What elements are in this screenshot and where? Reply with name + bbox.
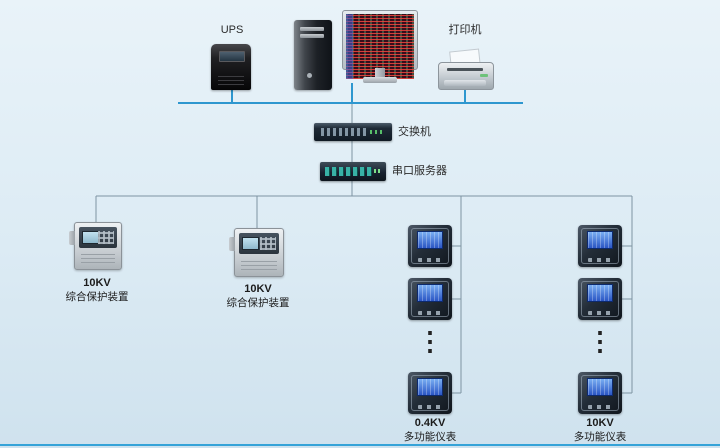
relay-panel <box>79 227 117 248</box>
power-meter <box>578 372 622 414</box>
meter-bezel <box>581 375 619 411</box>
power-meter <box>408 225 452 267</box>
meter-screen <box>417 231 443 249</box>
ethernet-bus-lines <box>178 83 523 104</box>
meter-column-10kv-label: 10KV 多功能仪表 <box>574 417 627 444</box>
power-meter <box>578 278 622 320</box>
ups-label: UPS <box>220 24 244 36</box>
voltage-label: 10KV <box>586 417 614 429</box>
power-button-icon <box>307 73 312 78</box>
meter-screen <box>587 231 613 249</box>
relay-keypad <box>98 231 114 244</box>
protection-device-1 <box>69 222 122 270</box>
printer-slot <box>447 68 483 71</box>
meter-screen <box>417 378 443 396</box>
relay-lcd <box>82 231 99 244</box>
drive-bay <box>300 27 324 31</box>
meter-buttons <box>588 258 612 262</box>
voltage-label: 10KV <box>83 277 111 289</box>
protection-2-label: 10KV 综合保护装置 <box>227 283 290 310</box>
ups-display <box>219 51 245 62</box>
printer-led <box>480 74 488 77</box>
computer-tower <box>294 20 332 90</box>
printer-body <box>438 62 494 90</box>
meter-bezel <box>411 281 449 317</box>
monitor <box>342 10 418 84</box>
relay-keypad <box>260 237 276 250</box>
device-name-label: 多功能仪表 <box>403 430 457 443</box>
drive-bay <box>300 34 324 38</box>
meter-bezel <box>411 228 449 264</box>
meter-screen <box>417 284 443 302</box>
power-meter <box>408 278 452 320</box>
protection-device-2 <box>229 228 284 277</box>
switch-label: 交换机 <box>398 126 431 138</box>
meter-bezel <box>581 281 619 317</box>
network-switch <box>314 123 392 141</box>
more-meters-ellipsis: ⋮ <box>587 326 613 356</box>
printer-tray <box>444 80 486 86</box>
meter-column-04kv-label: 0.4KV 多功能仪表 <box>404 417 457 444</box>
power-meter <box>408 372 452 414</box>
monitor-base <box>363 77 397 83</box>
protection-1-label: 10KV 综合保护装置 <box>66 277 129 304</box>
meter-screen <box>587 378 613 396</box>
serial-bus-lines <box>95 104 633 394</box>
serial-ports <box>325 167 372 176</box>
ups-vents <box>218 73 244 85</box>
ups-device <box>211 44 251 90</box>
power-meter <box>578 225 622 267</box>
terminal-tab <box>229 237 235 251</box>
relay-terminals <box>241 261 277 270</box>
switch-leds <box>370 130 385 134</box>
bottom-border-rule <box>0 444 720 446</box>
relay-terminals <box>81 254 115 263</box>
meter-bezel <box>581 228 619 264</box>
meter-bezel <box>411 375 449 411</box>
printer-device <box>438 48 494 90</box>
relay-panel <box>239 233 279 254</box>
printer-label: 打印机 <box>448 24 482 36</box>
voltage-label: 10KV <box>244 283 272 295</box>
terminal-tab <box>69 231 75 245</box>
meter-buttons <box>418 405 442 409</box>
more-meters-ellipsis: ⋮ <box>417 326 443 356</box>
serial-server-label: 串口服务器 <box>392 165 447 177</box>
meter-buttons <box>418 311 442 315</box>
switch-ports <box>321 128 367 136</box>
meter-screen <box>587 284 613 302</box>
relay-lcd <box>242 237 259 250</box>
monitor-neck <box>375 68 385 77</box>
meter-buttons <box>588 311 612 315</box>
device-name-label: 综合保护装置 <box>226 296 290 309</box>
serial-leds <box>374 169 382 173</box>
device-name-label: 综合保护装置 <box>65 290 129 303</box>
meter-buttons <box>588 405 612 409</box>
meter-buttons <box>418 258 442 262</box>
device-name-label: 多功能仪表 <box>573 430 627 443</box>
voltage-label: 0.4KV <box>414 417 446 429</box>
serial-port-server <box>320 162 386 181</box>
